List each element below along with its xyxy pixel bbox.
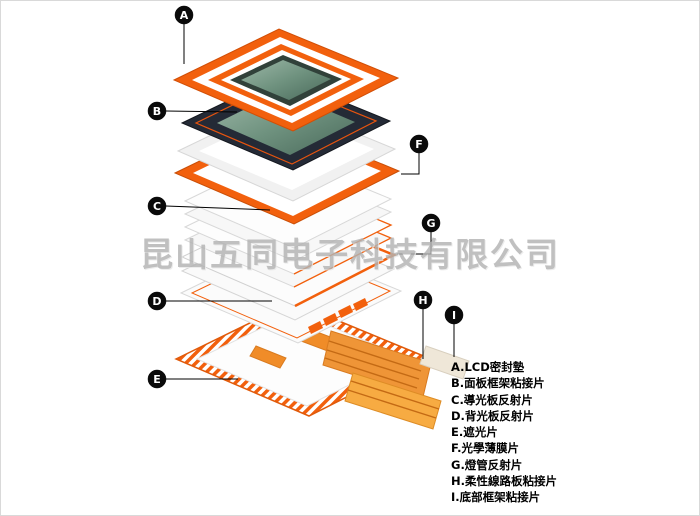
marker-letter-D: D	[152, 295, 161, 308]
marker-H	[413, 290, 433, 310]
marker-G	[421, 213, 441, 233]
legend-item-c: C.導光板反射片	[451, 392, 533, 407]
legend-item-d: D.背光板反射片	[451, 408, 534, 423]
marker-letter-A: A	[180, 9, 189, 22]
marker-letter-G: G	[426, 217, 435, 230]
marker-letter-H: H	[418, 294, 427, 307]
marker-B	[147, 101, 167, 121]
callout-F: F	[401, 134, 429, 175]
led-component	[308, 321, 323, 334]
marker-F	[409, 134, 429, 154]
pcb-strip	[249, 345, 287, 369]
legend-item-f: F.光學薄膜片	[451, 441, 520, 456]
legend: A.LCD密封墊 B.面板框架粘接片 C.導光板反射片 D.背光板反射片 E.遮…	[451, 359, 691, 506]
marker-A	[174, 5, 194, 25]
led-component	[323, 313, 338, 326]
marker-letter-I: I	[452, 309, 456, 322]
callout-A: A	[174, 5, 194, 64]
marker-letter-E: E	[153, 373, 161, 386]
marker-letter-B: B	[153, 105, 161, 118]
callout-D: D	[147, 291, 272, 311]
callout-C: C	[147, 196, 271, 216]
led-component	[353, 298, 368, 311]
legend-item-b: B.面板框架粘接片	[451, 376, 545, 391]
marker-letter-C: C	[153, 200, 161, 213]
callout-G: G	[397, 213, 441, 255]
marker-letter-F: F	[415, 138, 423, 151]
marker-E	[147, 369, 167, 389]
legend-item-g: G.燈管反射片	[451, 457, 523, 472]
legend-item-a: A.LCD密封墊	[451, 360, 525, 374]
callout-B: B	[147, 101, 238, 121]
callout-I: I	[444, 305, 464, 357]
callout-E: E	[147, 369, 238, 389]
marker-C	[147, 196, 167, 216]
legend-item-i: I.底部框架粘接片	[451, 490, 541, 505]
marker-I	[444, 305, 464, 325]
flex-tail	[419, 345, 470, 380]
legend-item-h: H.柔性線路板粘接片	[451, 474, 557, 489]
led-component	[338, 305, 353, 318]
layer-lcd-seal-gasket	[172, 28, 400, 132]
callout-H: H	[413, 290, 433, 359]
flex-circuit-group	[322, 330, 470, 430]
marker-D	[147, 291, 167, 311]
legend-item-e: E.遮光片	[451, 425, 498, 440]
